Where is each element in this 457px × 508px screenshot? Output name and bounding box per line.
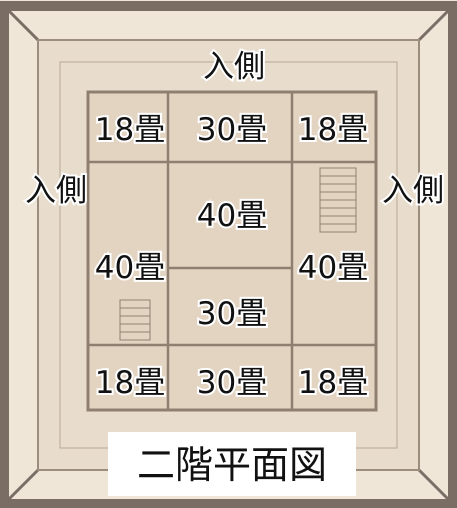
room-label-east: 40畳 <box>298 250 368 286</box>
caption-box <box>108 432 356 496</box>
room-label-north-west: 18畳 <box>95 112 165 148</box>
room-label-south-center-upper: 30畳 <box>197 296 267 332</box>
staircase-east <box>319 167 357 233</box>
room-partitions <box>88 92 376 410</box>
plan-title: 二階平面図 <box>137 443 327 487</box>
veranda-label-east: 入側 <box>382 173 444 209</box>
room-label-north-east: 18畳 <box>298 112 368 148</box>
veranda-label-north: 入側 <box>203 49 265 85</box>
staircase-west <box>119 299 151 341</box>
room-label-south-west: 18畳 <box>95 365 165 401</box>
room-label-west: 40畳 <box>95 250 165 286</box>
veranda-label-west: 入側 <box>25 173 87 209</box>
room-label-south-east: 18畳 <box>298 365 368 401</box>
room-label-south-center: 30畳 <box>197 365 267 401</box>
room-label-center: 40畳 <box>197 198 267 234</box>
room-label-north-center: 30畳 <box>197 112 267 148</box>
rooms-core <box>86 90 378 412</box>
